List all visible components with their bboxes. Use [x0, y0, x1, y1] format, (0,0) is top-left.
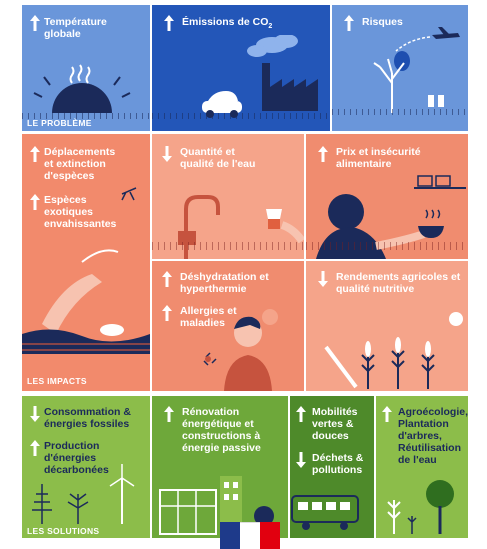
sick-person-icon: [203, 309, 278, 391]
arrow-up-icon: [30, 146, 40, 162]
panel-title: Température globale: [44, 16, 107, 40]
arrow-down-icon: [162, 146, 172, 162]
panel-title: Déchets & pollutions: [312, 452, 364, 476]
arrow-up-icon: [30, 15, 40, 31]
section-label-solutions: LES SOLUTIONS: [27, 526, 100, 536]
tram-icon: [291, 495, 359, 530]
arrow-up-icon: [344, 15, 354, 31]
panel-renovation: Rénovation énergétique et constructions …: [152, 396, 288, 538]
arrow-up-icon: [164, 15, 174, 31]
arrow-down-icon: [296, 452, 306, 468]
panel-title: Prix et insécurité alimentaire: [336, 146, 421, 170]
flag-logo: [220, 522, 280, 549]
trees-icon: [387, 480, 454, 534]
panel-title: Espèces exotiques envahissantes: [44, 194, 117, 230]
panel-title: Déplacements et extinction d'espèces: [44, 146, 116, 182]
arrow-up-icon: [382, 406, 392, 422]
panel-title: Déshydratation et hyperthermie: [180, 271, 269, 295]
panel-title: Consommation & énergies fossiles: [44, 406, 131, 430]
panel-eau: Quantité et qualité de l'eau: [152, 134, 304, 259]
panel-title: Quantité et qualité de l'eau: [180, 146, 256, 170]
panel-title: Production d'énergies décarbonées: [44, 440, 109, 476]
ground-hatch: [152, 113, 330, 119]
ground-hatch: [152, 242, 304, 250]
arrow-up-icon: [30, 194, 40, 210]
woman-bowl-icon: [316, 175, 466, 259]
panel-title: Allergies et maladies: [180, 305, 237, 329]
panel-title: Rendements agricoles et qualité nutritiv…: [336, 271, 461, 295]
panel-temperature: Température globale: [22, 5, 150, 131]
ground-hatch: [306, 242, 468, 250]
panel-alimentaire: Prix et insécurité alimentaire: [306, 134, 468, 259]
panel-energies: Consommation & énergies fossiles Product…: [22, 396, 150, 538]
arrow-down-icon: [30, 406, 40, 422]
crops-icon: [324, 312, 463, 389]
section-label-impacts: LES IMPACTS: [27, 376, 87, 386]
ground-hatch: [332, 109, 468, 115]
arrow-up-icon: [296, 406, 306, 422]
ground-hatch: [22, 113, 150, 119]
arrow-up-icon: [164, 406, 174, 422]
section-label-probleme: LE PROBLÈME: [27, 118, 92, 128]
factory-icon: [202, 35, 318, 118]
wind-turbine-icon: [32, 464, 135, 524]
buildings-icon: [159, 476, 274, 535]
panel-emissions: Émissions de CO2: [152, 5, 330, 131]
sun-icon: [33, 64, 131, 113]
tap-glass-icon: [178, 195, 304, 259]
arrow-up-icon: [30, 440, 40, 456]
panel-especes: Déplacements et extinction d'espèces Esp…: [22, 134, 150, 391]
panel-risques: Risques: [332, 5, 468, 131]
panel-title: Agroécologie, Plantation d'arbres, Réuti…: [398, 406, 468, 466]
panel-rendements: Rendements agricoles et qualité nutritiv…: [306, 261, 468, 391]
mosquito-bird-icon: [22, 187, 150, 354]
panel-agroecologie: Agroécologie, Plantation d'arbres, Réuti…: [376, 396, 468, 538]
arrow-up-icon: [318, 146, 328, 162]
panel-title: Émissions de CO2: [182, 16, 273, 31]
panel-hyperthermie: Déshydratation et hyperthermie Allergies…: [152, 261, 304, 391]
marianne-icon: [246, 530, 258, 542]
panel-mobilites: Mobilités vertes & douces Déchets & poll…: [290, 396, 374, 538]
panel-title: Mobilités vertes & douces: [312, 406, 358, 442]
panel-title: Rénovation énergétique et constructions …: [182, 406, 261, 454]
plane-tree-icon: [373, 27, 460, 113]
panel-title: Risques: [362, 16, 403, 28]
arrow-up-icon: [162, 271, 172, 287]
arrow-up-icon: [162, 305, 172, 321]
arrow-down-icon: [318, 271, 328, 287]
